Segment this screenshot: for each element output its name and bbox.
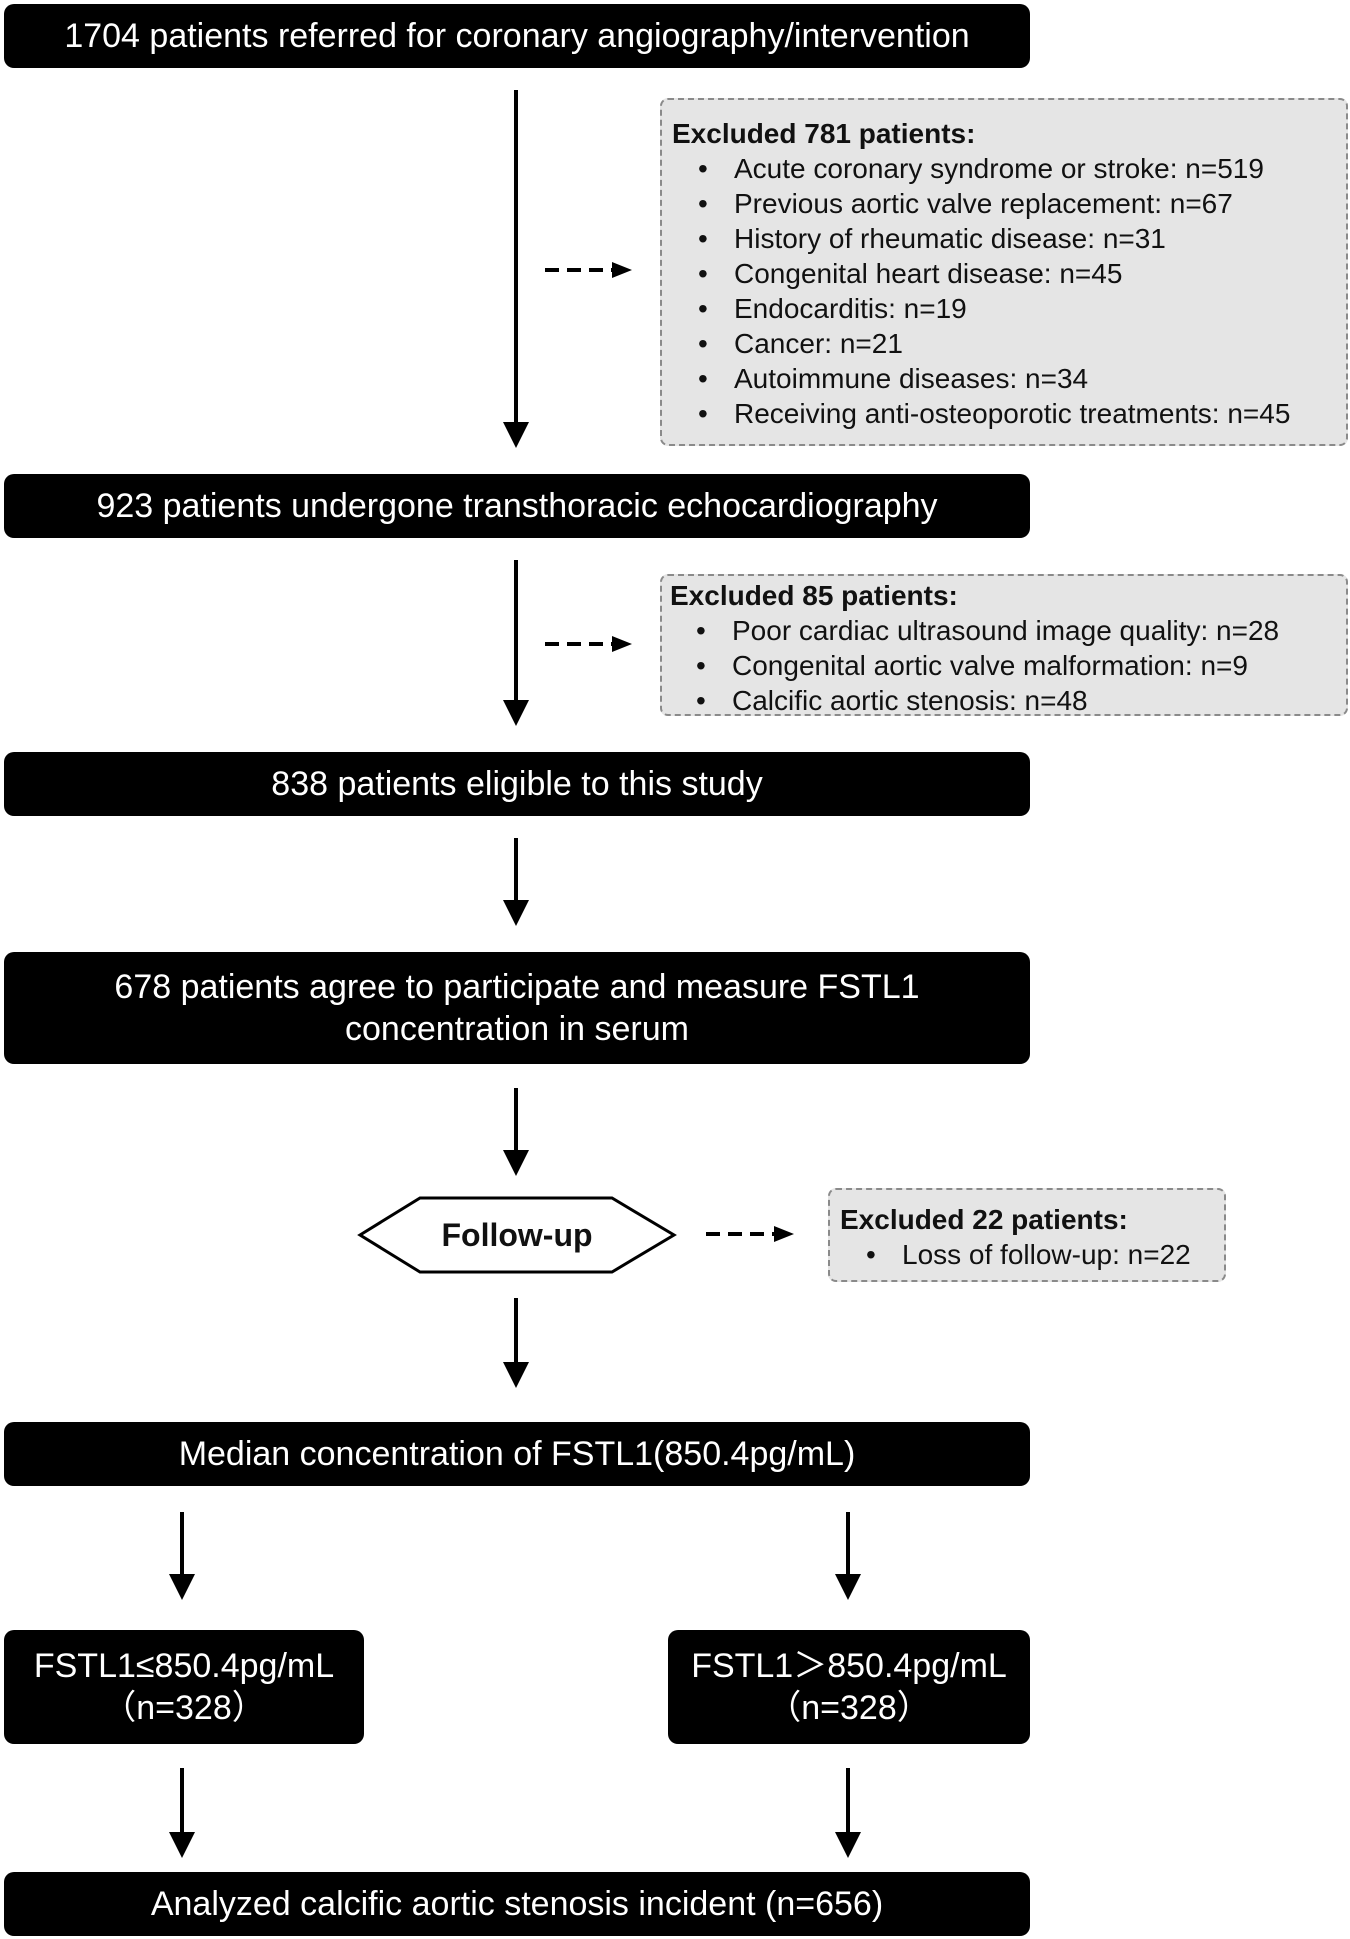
referred-text: 1704 patients referred for coronary angi… bbox=[64, 16, 970, 55]
exclusion-item: Calcific aortic stenosis: n=48 bbox=[670, 683, 1346, 718]
exclusion-item: Cancer: n=21 bbox=[672, 326, 1346, 361]
followup-node: Follow-up bbox=[360, 1198, 674, 1272]
exclusion-item: Autoimmune diseases: n=34 bbox=[672, 361, 1346, 396]
exclusion-item: History of rheumatic disease: n=31 bbox=[672, 221, 1346, 256]
first-exclusion-title: Excluded 781 patients: bbox=[672, 118, 976, 149]
eligible-text: 838 patients eligible to this study bbox=[271, 764, 763, 803]
first-exclusion-list: Acute coronary syndrome or stroke: n=519… bbox=[672, 151, 1346, 431]
followup-label: Follow-up bbox=[441, 1216, 593, 1253]
exclusion-item: Poor cardiac ultrasound image quality: n… bbox=[670, 613, 1346, 648]
arrow-eligible-to-agree bbox=[503, 838, 529, 926]
exclusion-item: Loss of follow-up: n=22 bbox=[840, 1237, 1224, 1272]
arrow-referred-to-echo bbox=[503, 90, 529, 448]
low-group-label: FSTL1≤850.4pg/mL bbox=[33, 1646, 335, 1685]
dashed-arrow-third-exclusion bbox=[706, 1226, 794, 1242]
median-text: Median concentration of FSTL1(850.4pg/mL… bbox=[178, 1434, 856, 1473]
echo-text: 923 patients undergone transthoracic ech… bbox=[96, 486, 938, 525]
agree-box: 678 patients agree to participate and me… bbox=[4, 952, 1030, 1064]
analyzed-box: Analyzed calcific aortic stenosis incide… bbox=[4, 1872, 1030, 1936]
exclusion-item: Acute coronary syndrome or stroke: n=519 bbox=[672, 151, 1346, 186]
agree-text-line1: 678 patients agree to participate and me… bbox=[114, 967, 920, 1006]
third-exclusion-title: Excluded 22 patients: bbox=[840, 1204, 1128, 1235]
high-group-count: （n=328） bbox=[767, 1689, 931, 1727]
second-exclusion-box: Excluded 85 patients: Poor cardiac ultra… bbox=[660, 574, 1348, 718]
agree-text-line2: concentration in serum bbox=[345, 1010, 689, 1048]
referred-box: 1704 patients referred for coronary angi… bbox=[4, 4, 1030, 68]
high-group-box: FSTL1＞850.4pg/mL （n=328） bbox=[668, 1630, 1030, 1744]
arrow-echo-to-eligible bbox=[503, 560, 529, 726]
exclusion-item: Receiving anti-osteoporotic treatments: … bbox=[672, 396, 1346, 431]
exclusion-item: Congenital heart disease: n=45 bbox=[672, 256, 1346, 291]
exclusion-item: Previous aortic valve replacement: n=67 bbox=[672, 186, 1346, 221]
second-exclusion-title: Excluded 85 patients: bbox=[670, 580, 958, 611]
exclusion-item: Congenital aortic valve malformation: n=… bbox=[670, 648, 1346, 683]
arrow-high-to-analyzed bbox=[835, 1768, 861, 1858]
eligible-box: 838 patients eligible to this study bbox=[4, 752, 1030, 816]
followup-hexagon bbox=[357, 1196, 677, 1274]
median-box: Median concentration of FSTL1(850.4pg/mL… bbox=[4, 1422, 1030, 1486]
low-group-box: FSTL1≤850.4pg/mL （n=328） bbox=[4, 1630, 364, 1744]
third-exclusion-box: Excluded 22 patients: Loss of follow-up:… bbox=[828, 1188, 1226, 1282]
first-exclusion-box: Excluded 781 patients: Acute coronary sy… bbox=[660, 98, 1348, 446]
echo-box: 923 patients undergone transthoracic ech… bbox=[4, 474, 1030, 538]
high-group-label: FSTL1＞850.4pg/mL bbox=[691, 1646, 1007, 1685]
arrow-followup-to-median bbox=[503, 1298, 529, 1388]
arrow-agree-to-followup bbox=[503, 1088, 529, 1176]
third-exclusion-list: Loss of follow-up: n=22 bbox=[840, 1237, 1224, 1272]
arrow-median-to-high bbox=[835, 1512, 861, 1600]
arrow-median-to-low bbox=[169, 1512, 195, 1600]
exclusion-item: Endocarditis: n=19 bbox=[672, 291, 1346, 326]
low-group-count: （n=328） bbox=[102, 1689, 266, 1727]
second-exclusion-list: Poor cardiac ultrasound image quality: n… bbox=[670, 613, 1346, 718]
analyzed-text: Analyzed calcific aortic stenosis incide… bbox=[150, 1884, 884, 1923]
arrow-low-to-analyzed bbox=[169, 1768, 195, 1858]
dashed-arrow-second-exclusion bbox=[545, 636, 632, 652]
dashed-arrow-first-exclusion bbox=[545, 262, 632, 278]
